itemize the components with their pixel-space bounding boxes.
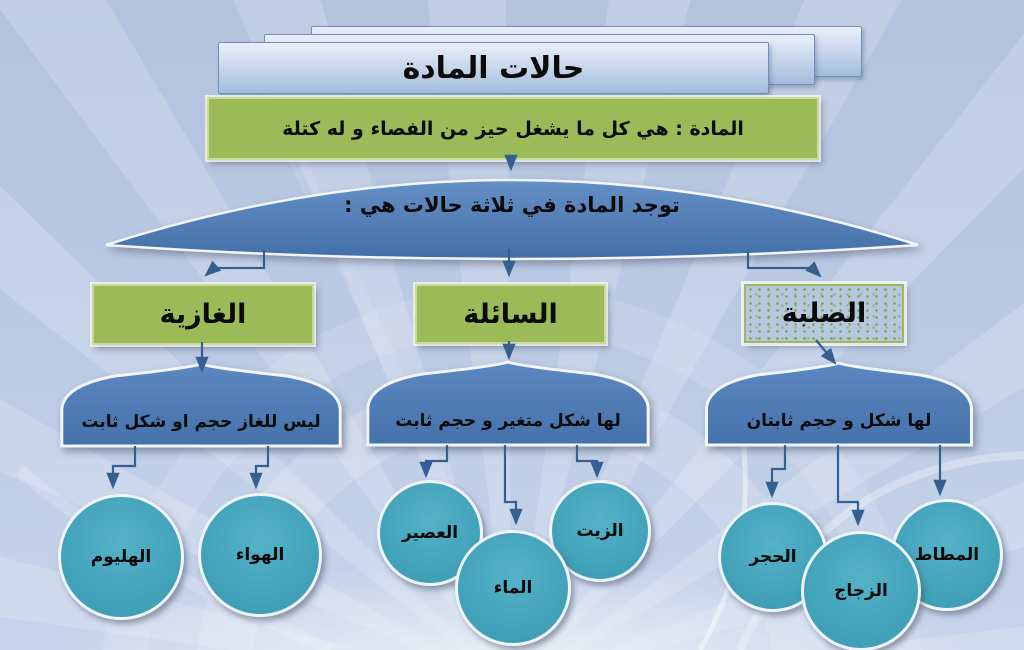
property-dome-liquid: لها شكل متغير و حجم ثابت bbox=[362, 361, 654, 445]
definition-box: المادة : هي كل ما يشغل حيز من الفصاء و ل… bbox=[207, 97, 819, 160]
dome-shape-liquid bbox=[362, 361, 654, 445]
arrow-dome-to-air bbox=[249, 446, 270, 490]
definition-text: المادة : هي كل ما يشغل حيز من الفصاء و ل… bbox=[282, 117, 744, 140]
state-box-liquid: السائلة bbox=[415, 284, 606, 344]
arrow-dome-to-stone bbox=[765, 445, 787, 499]
state-name-gas: الغازية bbox=[159, 299, 247, 330]
state-box-gas: الغازية bbox=[92, 284, 314, 345]
example-helium-label: الهليوم bbox=[90, 547, 152, 567]
arrow-dome-to-helium bbox=[106, 446, 137, 490]
example-water-label: الماء bbox=[493, 578, 533, 598]
property-text-solid: لها شكل و حجم ثابتان bbox=[746, 411, 932, 431]
state-name-solid: الصلبة bbox=[781, 298, 867, 329]
intro-arc-shape bbox=[103, 177, 921, 265]
intro-arc: توجد المادة في ثلاثة حالات هي : bbox=[103, 177, 921, 265]
state-name-liquid: السائلة bbox=[463, 298, 558, 330]
example-glass-label: الزجاج bbox=[834, 581, 888, 601]
property-text-liquid: لها شكل متغير و حجم ثابت bbox=[395, 411, 621, 431]
arrow-dome-to-glass bbox=[836, 445, 865, 527]
example-water: الماء bbox=[455, 530, 571, 646]
state-box-solid-highlighted: الصلبة bbox=[744, 284, 904, 343]
example-rubber-label: المطاط bbox=[914, 545, 980, 565]
arrow-dome-to-juice bbox=[419, 445, 449, 479]
title-box: حالات المادة bbox=[218, 42, 769, 94]
intro-statement: توجد المادة في ثلاثة حالات هي : bbox=[344, 193, 680, 217]
example-glass: الزجاج bbox=[801, 531, 921, 650]
property-text-gas: ليس للغاز حجم او شكل ثابت bbox=[81, 412, 321, 432]
example-oil-label: الزيت bbox=[576, 521, 624, 541]
property-dome-gas: ليس للغاز حجم او شكل ثابت bbox=[56, 363, 346, 446]
example-air: الهواء bbox=[198, 493, 322, 617]
example-air-label: الهواء bbox=[235, 545, 285, 565]
page-title: حالات المادة bbox=[402, 50, 585, 86]
arrow-dome-to-oil bbox=[575, 445, 604, 479]
dome-shape-solid bbox=[701, 362, 977, 445]
property-dome-solid: لها شكل و حجم ثابتان bbox=[701, 362, 977, 445]
dome-shape-gas bbox=[56, 363, 346, 446]
arrow-dome-to-water bbox=[503, 445, 523, 526]
example-oil: الزيت bbox=[549, 480, 651, 582]
example-stone-label: الحجر bbox=[749, 547, 797, 567]
example-juice-label: العصير bbox=[401, 523, 459, 543]
example-helium: الهليوم bbox=[58, 494, 184, 620]
arrow-solid-to-dome bbox=[815, 339, 837, 365]
